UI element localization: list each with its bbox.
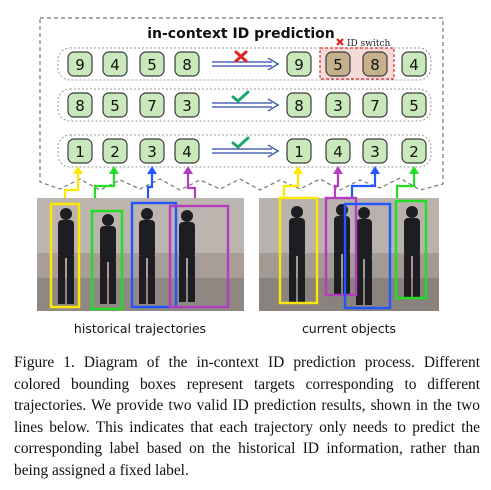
check-icon — [231, 90, 250, 103]
row-1-history-token-2: 4 — [102, 51, 128, 77]
token-label: 5 — [409, 97, 419, 115]
bbox-yellow — [49, 202, 81, 309]
token-label: 3 — [147, 143, 157, 161]
token-label: 8 — [294, 97, 304, 115]
token-label: 7 — [370, 97, 380, 115]
token-label: 4 — [110, 56, 120, 74]
row-2-current-token-1: 8 — [286, 92, 312, 118]
connector-green-current — [395, 170, 416, 203]
bbox-yellow — [278, 196, 319, 305]
token-label: 8 — [75, 97, 85, 115]
row-frame-1 — [57, 47, 432, 81]
bbox-green — [90, 209, 124, 311]
bbox-blue — [130, 201, 178, 309]
token-label: 4 — [409, 56, 419, 74]
row-3-history-token-2: 2 — [102, 138, 128, 164]
photo-current — [259, 196, 439, 311]
bbox-blue — [343, 202, 392, 310]
token-label: 9 — [75, 56, 85, 74]
prediction-arrow-2 — [212, 98, 280, 112]
diagram-frame — [39, 17, 444, 191]
row-3-history-token-3: 3 — [139, 138, 165, 164]
token-label: 9 — [294, 56, 304, 74]
token-label: 1 — [294, 143, 304, 161]
cross-icon — [234, 50, 248, 63]
diagram-figure: in-context ID prediction ID switch 9 4 5… — [37, 17, 444, 336]
row-1-history-token-4: 8 — [174, 51, 200, 77]
row-1-current-token-3: 8 — [362, 51, 388, 77]
connector-yellow-current — [282, 170, 300, 198]
connector-yellow-history — [63, 170, 80, 205]
row-2-current-token-4: 5 — [401, 92, 427, 118]
token-label: 3 — [370, 143, 380, 161]
row-2-history-token-1: 8 — [67, 92, 93, 118]
bbox-purple — [168, 204, 230, 309]
row-2-history-token-2: 5 — [102, 92, 128, 118]
bbox-purple — [324, 196, 358, 297]
row-3-current-token-2: 4 — [325, 138, 351, 164]
row-3-history-token-4: 4 — [174, 138, 200, 164]
row-2-history-token-4: 3 — [174, 92, 200, 118]
token-label: 5 — [147, 56, 157, 74]
token-label: 7 — [147, 97, 157, 115]
row-1-history-token-3: 5 — [139, 51, 165, 77]
bbox-green — [394, 199, 428, 300]
token-label: 5 — [110, 97, 120, 115]
token-label: 2 — [110, 143, 120, 161]
row-2-current-token-2: 3 — [325, 92, 351, 118]
prediction-arrow-3 — [212, 144, 280, 158]
token-label: 2 — [409, 143, 419, 161]
photo-historical — [37, 198, 244, 311]
row-1-current-token-1: 9 — [286, 51, 312, 77]
id-switch-cross-icon — [336, 38, 344, 46]
id-switch-badge: ID switch — [336, 38, 390, 49]
row-1-current-token-2: 5 — [325, 51, 351, 77]
photo-current-label: current objects — [302, 321, 396, 336]
connector-blue-current — [350, 170, 377, 205]
row-1-current-token-4: 4 — [401, 51, 427, 77]
token-label: 4 — [333, 143, 343, 161]
connector-blue-history — [146, 170, 154, 205]
row-1-history-token-1: 9 — [67, 51, 93, 77]
token-label: 5 — [333, 56, 343, 74]
connector-purple-current — [333, 170, 340, 198]
figure-caption: Figure 1. Diagram of the in-context ID p… — [14, 354, 480, 479]
photo-historical-label: historical trajectories — [74, 321, 206, 336]
row-3-current-token-4: 2 — [401, 138, 427, 164]
row-3-current-token-1: 1 — [286, 138, 312, 164]
connector-purple-history — [186, 170, 197, 207]
token-label: 8 — [182, 56, 192, 74]
token-label: 8 — [370, 56, 380, 74]
check-icon — [231, 136, 250, 149]
row-frame-2 — [57, 88, 432, 122]
token-label: 4 — [182, 143, 192, 161]
id-switch-label: ID switch — [347, 39, 390, 49]
token-label: 3 — [182, 97, 192, 115]
prediction-arrow-1 — [212, 57, 280, 71]
row-3-history-token-1: 1 — [67, 138, 93, 164]
row-2-current-token-3: 7 — [362, 92, 388, 118]
token-label: 3 — [333, 97, 343, 115]
row-3-current-token-3: 3 — [362, 138, 388, 164]
row-frame-3 — [57, 134, 432, 168]
token-label: 1 — [75, 143, 85, 161]
diagram-title: in-context ID prediction — [147, 26, 335, 42]
row-2-history-token-3: 7 — [139, 92, 165, 118]
